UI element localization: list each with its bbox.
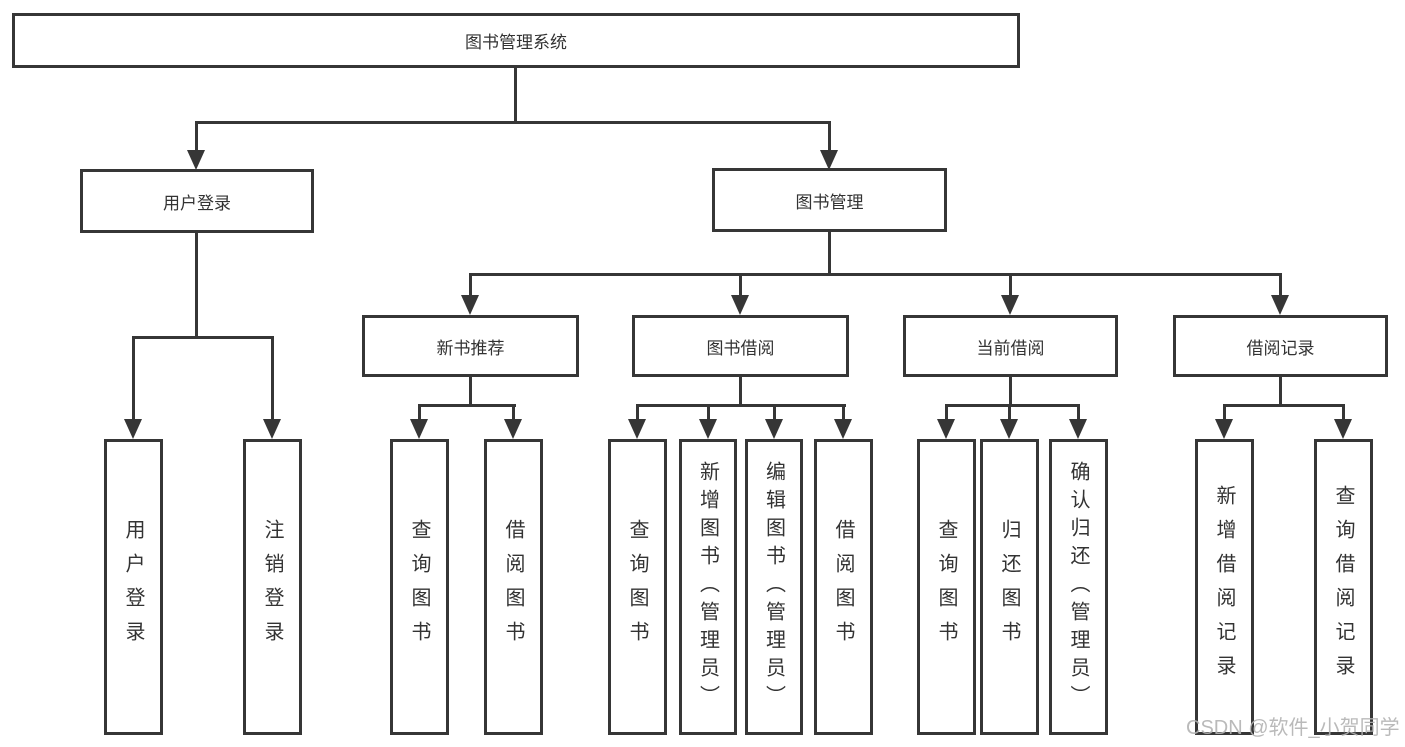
leaf-recommend-query-books: 查询图书 xyxy=(390,439,449,735)
leaf-user-login-label: 用户登录 xyxy=(122,519,144,655)
arrowhead-down-icon xyxy=(834,419,852,439)
node-book-borrow-label: 图书借阅 xyxy=(706,338,775,358)
leaf-return-books-label: 归还图书 xyxy=(998,519,1020,655)
arrowhead-down-icon xyxy=(124,419,142,439)
connector-line xyxy=(1342,404,1345,423)
leaf-add-borrow-record: 新增借阅记录 xyxy=(1195,439,1254,735)
leaf-borrow-books: 借阅图书 xyxy=(814,439,873,735)
connector-line xyxy=(739,377,742,407)
node-new-book-recommend-label: 新书推荐 xyxy=(436,338,505,358)
leaf-borrow-books-label: 借阅图书 xyxy=(832,519,854,655)
connector-line xyxy=(707,404,710,423)
connector-line xyxy=(1279,273,1282,299)
node-current-borrow-label: 当前借阅 xyxy=(976,338,1045,358)
node-book-borrow: 图书借阅 xyxy=(632,315,849,377)
leaf-confirm-return-admin-label: 确认归还（管理员） xyxy=(1067,461,1089,713)
arrowhead-down-icon xyxy=(628,419,646,439)
arrowhead-down-icon xyxy=(1334,419,1352,439)
node-book-management: 图书管理 xyxy=(712,168,947,232)
node-library-system: 图书管理系统 xyxy=(12,13,1020,68)
node-user-login: 用户登录 xyxy=(80,169,314,233)
arrowhead-down-icon xyxy=(1271,295,1289,315)
connector-line xyxy=(1008,404,1011,423)
connector-line xyxy=(195,233,198,339)
connector-line xyxy=(132,336,135,423)
node-current-borrow: 当前借阅 xyxy=(903,315,1118,377)
arrowhead-down-icon xyxy=(461,295,479,315)
connector-line xyxy=(195,121,198,154)
connector-line xyxy=(418,404,421,423)
leaf-borrow-query-books: 查询图书 xyxy=(608,439,667,735)
connector-line xyxy=(739,273,742,299)
leaf-current-query-books-label: 查询图书 xyxy=(935,519,957,655)
arrowhead-down-icon xyxy=(187,150,205,170)
csdn-watermark: CSDN @软件_小贺同学 xyxy=(1186,717,1400,739)
leaf-add-borrow-record-label: 新增借阅记录 xyxy=(1213,485,1235,689)
node-borrow-record-label: 借阅记录 xyxy=(1246,338,1315,358)
connector-line xyxy=(514,68,517,124)
node-borrow-record: 借阅记录 xyxy=(1173,315,1388,377)
connector-line xyxy=(636,404,639,423)
arrowhead-down-icon xyxy=(504,419,522,439)
leaf-recommend-borrow-books: 借阅图书 xyxy=(484,439,543,735)
connector-line xyxy=(195,121,831,124)
arrowhead-down-icon xyxy=(1000,419,1018,439)
leaf-confirm-return-admin: 确认归还（管理员） xyxy=(1049,439,1108,735)
connector-line xyxy=(1279,377,1282,407)
connector-line xyxy=(512,404,515,423)
connector-line xyxy=(636,404,846,407)
leaf-edit-books-admin-label: 编辑图书（管理员） xyxy=(762,461,785,713)
connector-line xyxy=(1223,404,1345,407)
connector-line xyxy=(418,404,516,407)
leaf-edit-books-admin: 编辑图书（管理员） xyxy=(745,439,803,735)
arrowhead-down-icon xyxy=(1001,295,1019,315)
arrowhead-down-icon xyxy=(410,419,428,439)
connector-line xyxy=(469,377,472,407)
connector-line xyxy=(773,404,776,423)
arrowhead-down-icon xyxy=(731,295,749,315)
connector-line xyxy=(469,273,472,299)
node-library-system-label: 图书管理系统 xyxy=(465,33,567,52)
leaf-recommend-query-books-label: 查询图书 xyxy=(408,519,430,655)
leaf-current-query-books: 查询图书 xyxy=(917,439,976,735)
arrowhead-down-icon xyxy=(937,419,955,439)
leaf-query-borrow-record-label: 查询借阅记录 xyxy=(1332,485,1354,689)
connector-line xyxy=(842,404,845,423)
node-user-login-label: 用户登录 xyxy=(163,193,231,213)
connector-line xyxy=(945,404,1080,407)
leaf-logout: 注销登录 xyxy=(243,439,302,735)
connector-line xyxy=(132,336,274,339)
connector-line xyxy=(469,273,1282,276)
arrowhead-down-icon xyxy=(699,419,717,439)
arrowhead-down-icon xyxy=(263,419,281,439)
connector-line xyxy=(271,336,274,423)
connector-line xyxy=(1223,404,1226,423)
leaf-add-books-admin-label: 新增图书（管理员） xyxy=(696,461,719,713)
connector-line xyxy=(828,232,831,276)
leaf-borrow-query-books-label: 查询图书 xyxy=(626,519,648,655)
arrowhead-down-icon xyxy=(1215,419,1233,439)
arrowhead-down-icon xyxy=(765,419,783,439)
leaf-add-books-admin: 新增图书（管理员） xyxy=(679,439,737,735)
connector-line xyxy=(1077,404,1080,423)
node-book-management-label: 图书管理 xyxy=(795,192,864,212)
connector-line xyxy=(1009,273,1012,299)
leaf-user-login: 用户登录 xyxy=(104,439,163,735)
leaf-query-borrow-record: 查询借阅记录 xyxy=(1314,439,1373,735)
arrowhead-down-icon xyxy=(820,150,838,170)
arrowhead-down-icon xyxy=(1069,419,1087,439)
leaf-return-books: 归还图书 xyxy=(980,439,1039,735)
connector-line xyxy=(1009,377,1012,407)
connector-line xyxy=(828,121,831,154)
leaf-logout-label: 注销登录 xyxy=(261,519,283,655)
node-new-book-recommend: 新书推荐 xyxy=(362,315,579,377)
connector-line xyxy=(945,404,948,423)
leaf-recommend-borrow-books-label: 借阅图书 xyxy=(502,519,524,655)
